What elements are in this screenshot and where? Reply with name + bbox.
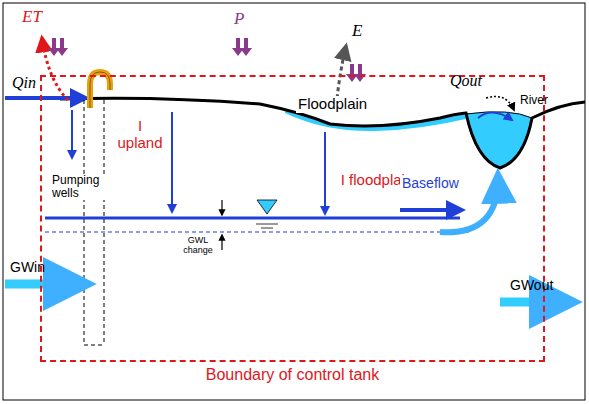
water-table (45, 217, 460, 220)
outflow-label: Qout (450, 72, 482, 90)
pump-pipe-edge (90, 72, 110, 108)
water-level-symbol (261, 228, 273, 229)
inflow-label: Qin (12, 74, 36, 92)
groundwater-inflow-arrow (5, 280, 86, 289)
wells-label: Pumping wells (50, 174, 116, 200)
gwl-label: GWL change (180, 236, 216, 256)
outflow-curl (478, 112, 512, 120)
outflow-arrow (486, 97, 514, 111)
floodplain-water (285, 110, 470, 131)
boundary-heading: Boundary of control tank (42, 366, 543, 384)
precipitation-label: P (234, 10, 244, 29)
upland-recharge-arrow (71, 110, 73, 158)
frame (3, 3, 585, 400)
well-bottom (84, 345, 104, 346)
water-level-symbol (256, 224, 278, 225)
inflow-arrow (5, 96, 86, 100)
well-casing (84, 100, 85, 345)
gwl-change-arrow (221, 200, 222, 215)
river-label: River (520, 94, 548, 107)
water-level-symbol (257, 200, 277, 214)
baseflow-label: Baseflow (400, 176, 461, 191)
groundwater-inflow-label: GWin (10, 260, 45, 275)
et-arrow (42, 38, 68, 100)
floodplain-recharge-arrow (324, 132, 326, 214)
upland-recharge-arrow (171, 112, 173, 212)
floodplain-label: Floodplain (296, 96, 369, 113)
river-channel (466, 112, 532, 168)
gwl-change-arrow (221, 235, 222, 250)
groundwater-outflow-label: GWout (510, 278, 553, 293)
et-label: ET (22, 8, 42, 27)
recharge-label: I upland (112, 118, 168, 151)
evaporation-label: E (352, 22, 362, 41)
lowered-water-table (45, 231, 470, 232)
well-casing (104, 100, 105, 345)
baseflow-arrow (400, 208, 462, 212)
groundwater-outflow-arrow (500, 298, 572, 307)
pump-pipe (90, 72, 110, 108)
